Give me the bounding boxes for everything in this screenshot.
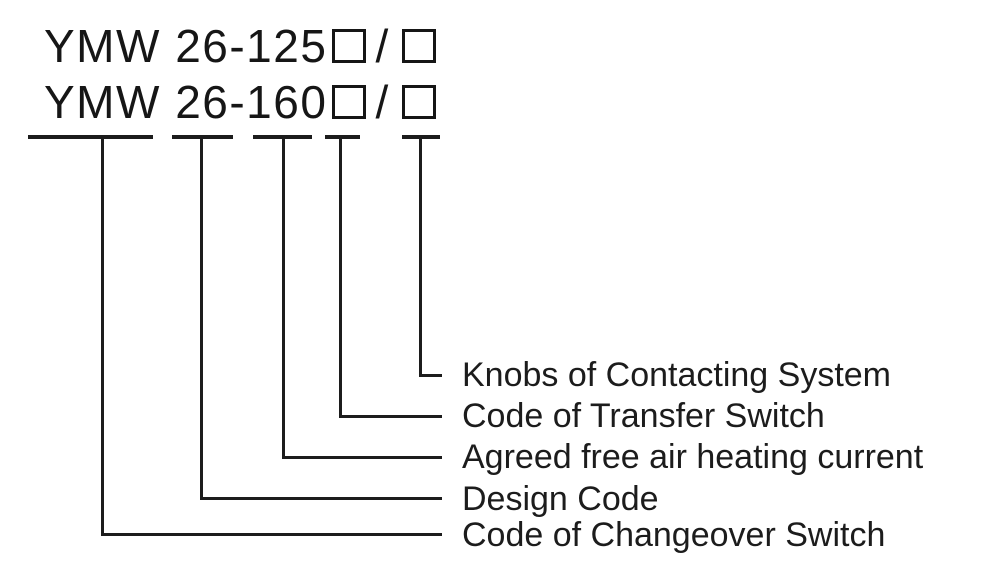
callout-label-heating-current: Agreed free air heating current — [462, 438, 924, 476]
model-code-line-2: YMW 26-160 / — [44, 76, 436, 128]
callout-hline-knobs — [419, 374, 442, 377]
underline-segment-ymw — [28, 135, 153, 139]
model-code-line-1: YMW 26-125 / — [44, 20, 436, 72]
callout-vline-heating-current — [282, 135, 285, 459]
callout-hline-design-code — [200, 497, 442, 500]
callout-label-transfer-switch: Code of Transfer Switch — [462, 397, 825, 435]
slash-separator: / — [375, 76, 390, 128]
callout-vline-changeover-switch — [101, 135, 104, 536]
callout-vline-transfer-switch — [339, 135, 342, 418]
placeholder-box-icon — [332, 85, 367, 119]
placeholder-box-icon — [401, 29, 436, 63]
callout-vline-design-code — [200, 135, 203, 500]
callout-label-changeover-switch: Code of Changeover Switch — [462, 516, 886, 554]
model-code-prefix-2: YMW 26-160 — [44, 76, 328, 128]
placeholder-box-icon — [401, 85, 436, 119]
model-code-prefix-1: YMW 26-125 — [44, 20, 328, 72]
callout-hline-transfer-switch — [339, 415, 442, 418]
callout-hline-heating-current — [282, 456, 442, 459]
slash-separator: / — [375, 20, 390, 72]
underline-segment-first-box — [325, 135, 360, 139]
placeholder-box-icon — [332, 29, 367, 63]
callout-label-design-code: Design Code — [462, 480, 659, 518]
callout-vline-knobs — [419, 135, 422, 377]
callout-hline-changeover-switch — [101, 533, 442, 536]
callout-label-knobs: Knobs of Contacting System — [462, 356, 892, 394]
